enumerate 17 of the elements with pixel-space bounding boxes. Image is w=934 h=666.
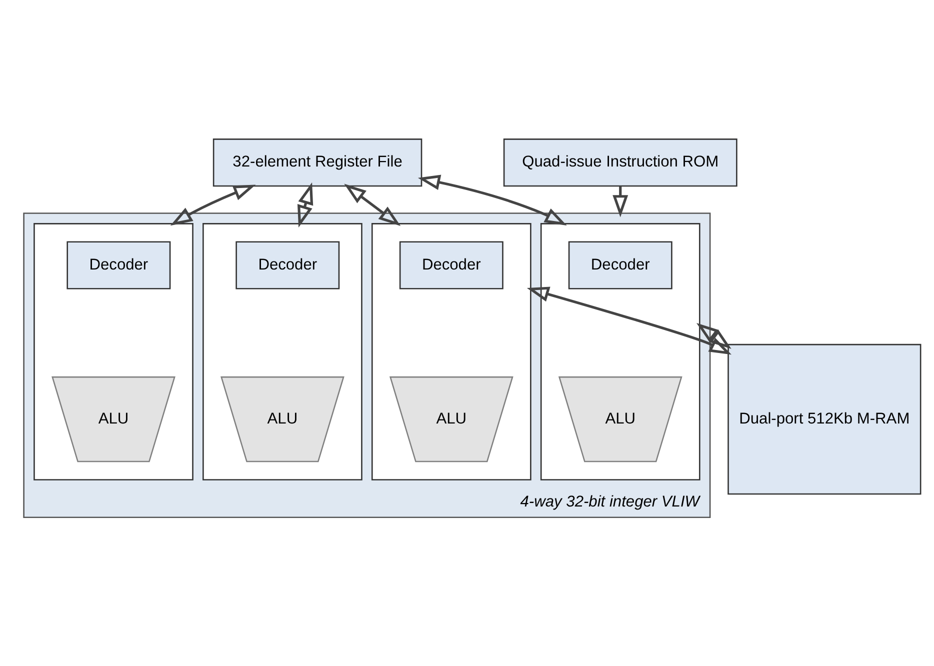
- arrow: [344, 183, 401, 226]
- cluster: [371, 222, 532, 480]
- node-box: Dual-port 512Kb M-RAM: [728, 343, 922, 494]
- arrow: [418, 174, 567, 225]
- cluster: [202, 222, 362, 480]
- cluster: [540, 222, 700, 480]
- node-box: Decoder: [236, 240, 340, 289]
- node-box: Decoder: [399, 240, 504, 289]
- arrow: [297, 182, 314, 227]
- node-box: 32-element Register File: [212, 138, 422, 186]
- node-box: Quad-issue Instruction ROM: [503, 138, 738, 186]
- node-box: Decoder: [568, 240, 672, 289]
- arrow: [612, 186, 628, 217]
- arrow: [526, 286, 732, 354]
- node-box: Decoder: [66, 240, 171, 289]
- cluster: [34, 222, 194, 480]
- arrow: [170, 184, 256, 226]
